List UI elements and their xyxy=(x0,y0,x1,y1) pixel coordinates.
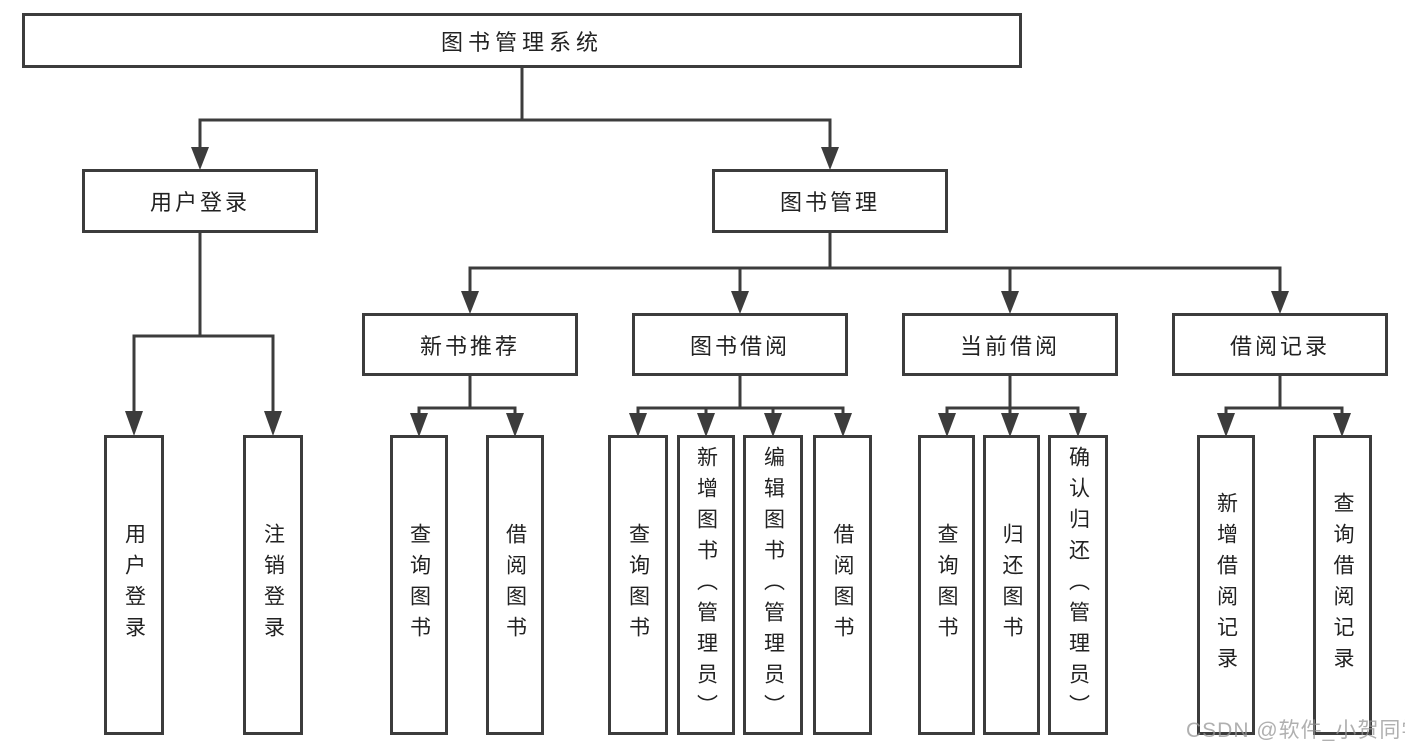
arrowhead xyxy=(1069,413,1087,437)
leaf-add-borrow-record: 新增借阅记录 xyxy=(1197,435,1255,735)
node-borrow-records-label: 借阅记录 xyxy=(1229,333,1330,359)
leaf-user-login: 用户登录 xyxy=(104,435,164,735)
leaf-return-book: 归还图书 xyxy=(983,435,1040,735)
arrowhead xyxy=(461,291,479,314)
arrowhead xyxy=(697,413,715,437)
arrowhead xyxy=(821,147,839,170)
leaf-borrow-borrow-books: 借阅图书 xyxy=(813,435,872,735)
connector-currentborrow-rail xyxy=(945,406,1080,416)
node-book-borrow-label: 图书借阅 xyxy=(689,333,790,359)
leaf-user-login-label: 用户登录 xyxy=(122,523,146,647)
leaf-recommend-query-books: 查询图书 xyxy=(390,435,448,735)
node-user-login: 用户登录 xyxy=(82,169,318,233)
node-book-management-label: 图书管理 xyxy=(779,190,880,215)
arrowhead xyxy=(410,413,428,437)
leaf-query-borrow-record-label: 查询借阅记录 xyxy=(1331,492,1354,678)
arrowhead xyxy=(264,411,282,436)
node-root-label: 图书管理系统 xyxy=(440,29,603,55)
leaf-return-book-label: 归还图书 xyxy=(1000,523,1023,647)
leaf-borrow-borrow-books-label: 借阅图书 xyxy=(831,523,854,647)
node-book-management: 图书管理 xyxy=(712,169,948,233)
connector-userlogin-rail xyxy=(132,334,275,413)
leaf-recommend-query-books-label: 查询图书 xyxy=(407,523,431,647)
arrowhead xyxy=(1001,413,1019,437)
arrowhead xyxy=(731,291,749,314)
leaf-logout: 注销登录 xyxy=(243,435,303,735)
node-book-borrow: 图书借阅 xyxy=(632,313,848,376)
arrowhead xyxy=(1333,413,1351,437)
leaf-logout-label: 注销登录 xyxy=(261,523,285,647)
node-current-borrow-label: 当前借阅 xyxy=(959,333,1060,359)
leaf-recommend-borrow-books: 借阅图书 xyxy=(486,435,544,735)
connector-borrowrecord-rail xyxy=(1224,406,1344,416)
node-new-book-recommend: 新书推荐 xyxy=(362,313,578,376)
connector-newbook-rail xyxy=(417,406,517,416)
arrowhead xyxy=(1271,291,1289,314)
arrowhead xyxy=(125,411,143,436)
leaf-add-book-admin: 新增图书（管理员） xyxy=(677,435,735,735)
arrowhead xyxy=(1217,413,1235,437)
leaf-confirm-return-admin-label: 确认归还（管理员） xyxy=(1066,445,1090,725)
arrowhead xyxy=(1001,291,1019,314)
arrowhead xyxy=(938,413,956,437)
leaf-edit-book-admin: 编辑图书（管理员） xyxy=(743,435,803,735)
node-current-borrow: 当前借阅 xyxy=(902,313,1118,376)
leaf-borrow-query-books-label: 查询图书 xyxy=(626,523,650,647)
leaf-confirm-return-admin: 确认归还（管理员） xyxy=(1048,435,1108,735)
arrowhead xyxy=(506,413,524,437)
leaf-recommend-borrow-books-label: 借阅图书 xyxy=(503,523,527,647)
node-root: 图书管理系统 xyxy=(22,13,1022,68)
leaf-edit-book-admin-label: 编辑图书（管理员） xyxy=(761,445,785,725)
leaf-borrow-query-books: 查询图书 xyxy=(608,435,668,735)
leaf-current-query-books: 查询图书 xyxy=(918,435,975,735)
arrowhead xyxy=(764,413,782,437)
connector-level3-rail xyxy=(468,266,1282,294)
leaf-current-query-books-label: 查询图书 xyxy=(935,523,958,647)
arrowhead xyxy=(191,147,209,170)
leaf-add-book-admin-label: 新增图书（管理员） xyxy=(694,445,718,725)
arrowhead xyxy=(629,413,647,437)
node-borrow-records: 借阅记录 xyxy=(1172,313,1388,376)
node-user-login-label: 用户登录 xyxy=(149,190,250,215)
leaf-add-borrow-record-label: 新增借阅记录 xyxy=(1214,492,1238,678)
leaf-query-borrow-record: 查询借阅记录 xyxy=(1313,435,1372,735)
node-new-book-recommend-label: 新书推荐 xyxy=(419,333,520,359)
arrowhead xyxy=(834,413,852,437)
connector-bookborrow-rail xyxy=(636,406,845,416)
watermark: CSDN @软件_小贺同学 xyxy=(1186,719,1405,742)
connector-level2-rail xyxy=(198,118,832,150)
